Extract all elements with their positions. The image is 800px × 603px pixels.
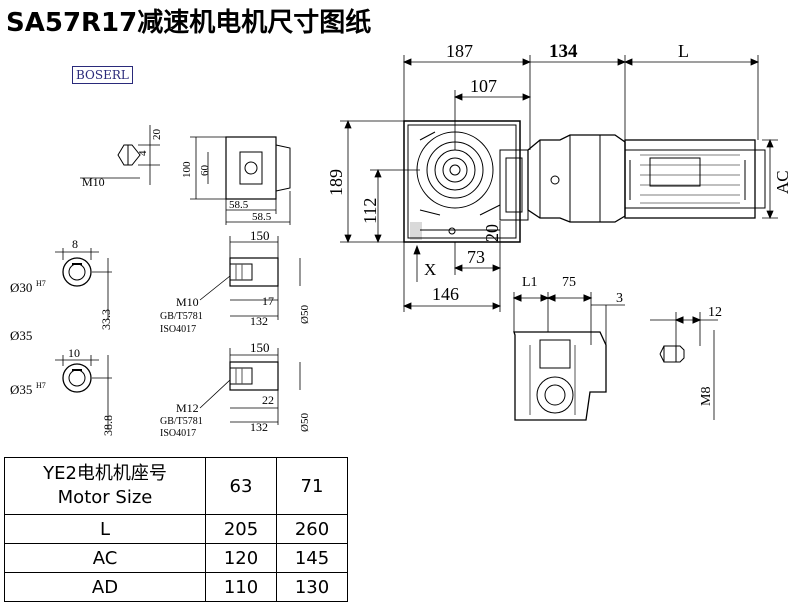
dim-73: 73 bbox=[467, 247, 485, 267]
table-col-71: 71 bbox=[276, 457, 348, 515]
dim-3: 3 bbox=[616, 291, 623, 306]
shaft1-d50: Ø50 bbox=[299, 305, 311, 324]
table-cell: 110 bbox=[205, 572, 277, 602]
shaft1-33-3: 33.3 bbox=[99, 309, 113, 330]
brand-logo: BOSERL bbox=[72, 66, 133, 84]
shaft2-38-8: 38.8 bbox=[101, 415, 115, 436]
table-row: AC 120 145 bbox=[4, 543, 348, 573]
table-col-63: 63 bbox=[205, 457, 277, 515]
key-20: 20 bbox=[151, 129, 163, 141]
dim-20: 20 bbox=[482, 224, 502, 242]
table-row: L 205 260 bbox=[4, 514, 348, 544]
shaft2-label: Ø35 bbox=[10, 328, 32, 343]
dim-146: 146 bbox=[432, 284, 459, 304]
shaft1-132: 132 bbox=[250, 314, 268, 328]
shaft1-tol: H7 bbox=[36, 279, 46, 288]
dim-75: 75 bbox=[562, 275, 576, 290]
shaft2-tol: H7 bbox=[36, 381, 46, 390]
table-header-row: YE2电机机座号 Motor Size 63 71 bbox=[4, 457, 348, 515]
table-cell: 130 bbox=[276, 572, 348, 602]
table-header-cell: YE2电机机座号 Motor Size bbox=[4, 457, 206, 515]
shaft-key-detail bbox=[650, 312, 718, 420]
dim-ac: AC bbox=[773, 170, 792, 194]
shaft1-8: 8 bbox=[72, 237, 78, 251]
shaft1-detail bbox=[55, 236, 301, 320]
dim-107: 107 bbox=[470, 76, 497, 96]
shaft2-132: 132 bbox=[250, 420, 268, 434]
flange-100: 100 bbox=[181, 161, 193, 178]
side-view bbox=[512, 292, 625, 421]
table-row-label: L bbox=[4, 514, 206, 544]
table-row: AD 110 130 bbox=[4, 572, 348, 602]
flange-60: 60 bbox=[199, 165, 211, 177]
dim-112: 112 bbox=[360, 198, 380, 224]
motor-size-table: YE2电机机座号 Motor Size 63 71 L 205 260 AC 1… bbox=[4, 457, 348, 602]
motor bbox=[624, 139, 766, 219]
shaft1-gb: GB/T5781 bbox=[160, 311, 203, 322]
dim-m8: M8 bbox=[699, 387, 714, 406]
dim-12: 12 bbox=[708, 305, 722, 320]
dim-187: 187 bbox=[446, 41, 473, 61]
shaft2-22: 22 bbox=[262, 393, 274, 407]
dim-134: 134 bbox=[549, 41, 578, 62]
flange-detail bbox=[190, 136, 291, 225]
table-header-line2: Motor Size bbox=[57, 487, 153, 508]
table-cell: 260 bbox=[276, 514, 348, 544]
shaft2-m12: M12 bbox=[176, 401, 199, 415]
table-header-line1: YE2电机机座号 bbox=[43, 463, 167, 484]
shaft2-detail bbox=[55, 348, 301, 430]
table-row-label: AD bbox=[4, 572, 206, 602]
shaft1-m10: M10 bbox=[176, 295, 199, 309]
shaft2-150: 150 bbox=[250, 340, 270, 355]
gearbox-body bbox=[403, 120, 529, 243]
page-title: SA57R17减速机电机尺寸图纸 bbox=[6, 8, 372, 38]
table-cell: 120 bbox=[205, 543, 277, 573]
shaft1-iso: ISO4017 bbox=[160, 324, 196, 335]
dim-l1: L1 bbox=[522, 275, 538, 290]
shaft2-10: 10 bbox=[68, 346, 80, 360]
shaft1-dia: Ø30 bbox=[10, 280, 32, 295]
shaft1-150: 150 bbox=[250, 228, 270, 243]
table-cell: 145 bbox=[276, 543, 348, 573]
key-detail bbox=[80, 125, 160, 185]
dim-x: X bbox=[424, 260, 436, 279]
table-row-label: AC bbox=[4, 543, 206, 573]
main-dimension-lines bbox=[340, 55, 778, 312]
key-4: 4 bbox=[137, 150, 149, 156]
shaft2-iso: ISO4017 bbox=[160, 428, 196, 439]
shaft1-17: 17 bbox=[262, 294, 274, 308]
shaft2-dia: Ø35 bbox=[10, 382, 32, 397]
flange-58-5b: 58.5 bbox=[252, 211, 272, 223]
shaft2-gb: GB/T5781 bbox=[160, 416, 203, 427]
flange-58-5a: 58.5 bbox=[229, 199, 249, 211]
dim-l: L bbox=[678, 41, 689, 61]
helical-stage bbox=[527, 134, 626, 223]
dim-189: 189 bbox=[326, 169, 346, 196]
shaft2-d50: Ø50 bbox=[299, 413, 311, 432]
table-cell: 205 bbox=[205, 514, 277, 544]
key-m10: M10 bbox=[82, 175, 105, 189]
